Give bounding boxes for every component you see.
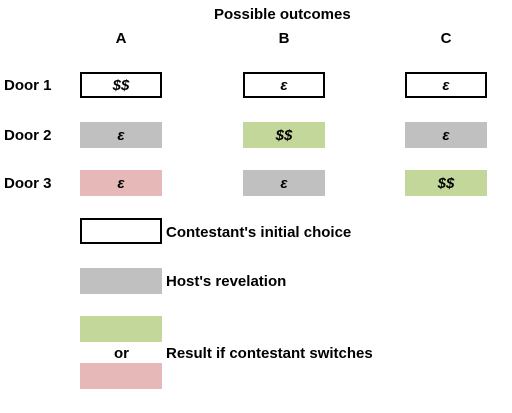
legend-swatch-switch-lose bbox=[80, 363, 162, 389]
cell-door1-a: $$ bbox=[80, 72, 162, 98]
cell-door1-b: ε bbox=[243, 72, 325, 98]
legend-label-initial-choice: Contestant's initial choice bbox=[166, 224, 352, 241]
column-header-c: C bbox=[440, 30, 452, 47]
cell-door3-a: ε bbox=[80, 170, 162, 196]
cell-door3-b: ε bbox=[243, 170, 325, 196]
column-header-b: B bbox=[278, 30, 290, 47]
row-label-door-2: Door 2 bbox=[4, 127, 52, 144]
cell-door2-b: $$ bbox=[243, 122, 325, 148]
legend-label-switch-result: Result if contestant switches bbox=[166, 345, 373, 362]
legend-swatch-host-revelation bbox=[80, 268, 162, 294]
row-label-door-1: Door 1 bbox=[4, 77, 52, 94]
legend-swatch-switch-win bbox=[80, 316, 162, 342]
legend-or-text: or bbox=[114, 345, 129, 362]
cell-door1-c: ε bbox=[405, 72, 487, 98]
cell-door3-c: $$ bbox=[405, 170, 487, 196]
row-label-door-3: Door 3 bbox=[4, 175, 52, 192]
legend-label-host-revelation: Host's revelation bbox=[166, 273, 287, 290]
cell-door2-a: ε bbox=[80, 122, 162, 148]
cell-door2-c: ε bbox=[405, 122, 487, 148]
diagram-title: Possible outcomes bbox=[214, 6, 351, 23]
legend-swatch-initial-choice bbox=[80, 218, 162, 244]
column-header-a: A bbox=[115, 30, 127, 47]
